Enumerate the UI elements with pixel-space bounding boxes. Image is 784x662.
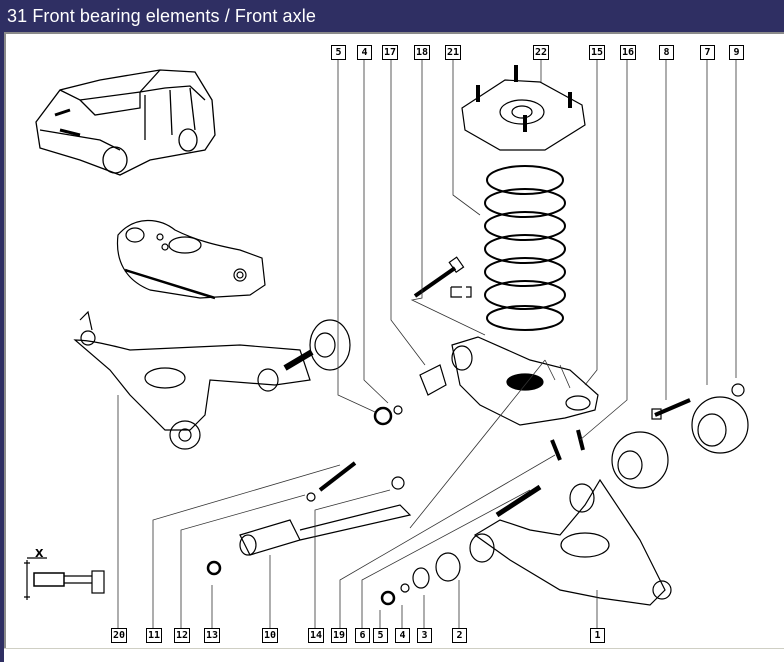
lower-wishbone-icon <box>380 478 672 606</box>
arrow-marker-icon <box>450 286 472 298</box>
callout-5-bottom[interactable]: 5 <box>373 628 388 643</box>
callout-21[interactable]: 21 <box>445 45 462 60</box>
callout-17[interactable]: 17 <box>382 45 399 60</box>
callout-4-top[interactable]: 4 <box>357 45 372 60</box>
hub-bushing-icon <box>550 383 749 489</box>
callout-13[interactable]: 13 <box>204 628 221 643</box>
status-strip <box>4 648 784 662</box>
callout-15[interactable]: 15 <box>589 45 606 60</box>
upper-arm-icon <box>116 219 266 300</box>
callout-8[interactable]: 8 <box>659 45 674 60</box>
bolt-dimension-icon <box>24 557 105 600</box>
strut-mount-icon <box>461 65 586 151</box>
callout-6[interactable]: 6 <box>355 628 370 643</box>
lower-arm-left-icon <box>73 310 351 450</box>
callout-10[interactable]: 10 <box>262 628 279 643</box>
bolt-dimension-label: X <box>35 547 44 560</box>
callout-2[interactable]: 2 <box>452 628 467 643</box>
upper-wishbone-icon <box>373 336 599 426</box>
callout-22[interactable]: 22 <box>533 45 550 60</box>
callout-14[interactable]: 14 <box>308 628 325 643</box>
callout-16[interactable]: 16 <box>620 45 637 60</box>
callout-7[interactable]: 7 <box>700 45 715 60</box>
callout-9[interactable]: 9 <box>729 45 744 60</box>
callout-19[interactable]: 19 <box>331 628 348 643</box>
callout-12[interactable]: 12 <box>174 628 191 643</box>
callout-11[interactable]: 11 <box>146 628 163 643</box>
leader-lines <box>117 58 737 628</box>
tension-strut-icon <box>206 461 412 576</box>
callout-1[interactable]: 1 <box>590 628 605 643</box>
callout-4-bottom[interactable]: 4 <box>395 628 410 643</box>
vehicle-icon <box>35 69 216 176</box>
coil-spring-icon <box>484 165 566 331</box>
callout-3[interactable]: 3 <box>417 628 432 643</box>
callout-20[interactable]: 20 <box>111 628 128 643</box>
window-title: 31 Front bearing elements / Front axle <box>7 6 316 26</box>
callout-18[interactable]: 18 <box>414 45 431 60</box>
diagram-canvas <box>4 32 784 648</box>
callout-5-top[interactable]: 5 <box>331 45 346 60</box>
